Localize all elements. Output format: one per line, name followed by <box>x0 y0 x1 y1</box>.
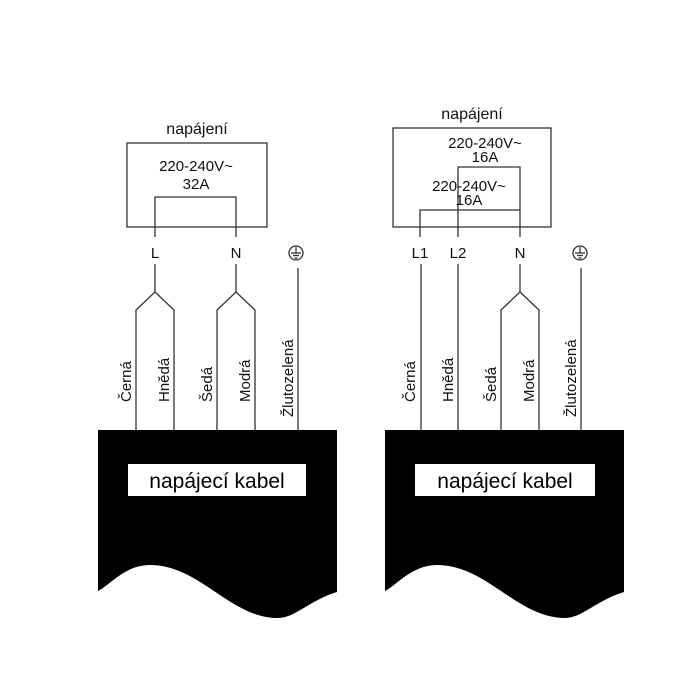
terminal-N: N <box>515 245 526 262</box>
terminal-L2: L2 <box>450 245 467 262</box>
wire-label: Modrá <box>521 359 538 402</box>
wire-seda <box>216 264 237 430</box>
cable-label-box <box>415 464 595 496</box>
wire-label: Modrá <box>237 359 254 402</box>
cable-label-box <box>128 464 306 496</box>
left-voltage: 220-240V~ <box>159 158 233 175</box>
left-current: 32A <box>183 176 210 193</box>
wire-label: Černá <box>402 360 419 402</box>
wire-label: Šedá <box>483 366 500 402</box>
cable-label: napájecí kabel <box>437 470 572 493</box>
earth-ground-icon <box>288 245 304 261</box>
cable-label: napájecí kabel <box>149 470 284 493</box>
left-supply-box <box>126 142 268 228</box>
wire-label: Hnědá <box>440 357 457 402</box>
supply1-wire <box>457 166 521 237</box>
wire-hneda <box>154 291 175 430</box>
wire-label: Žlutozelená <box>563 339 580 417</box>
left-title: napájení <box>166 121 228 138</box>
wire-cerna <box>135 264 156 430</box>
wire-modra <box>235 291 256 430</box>
supply2-voltage: 220-240V~ <box>432 178 506 195</box>
left-supply-wire <box>154 196 237 237</box>
supply1-current: 16A <box>472 149 499 166</box>
terminal-L1: L1 <box>412 245 429 262</box>
terminal-N: N <box>231 245 242 262</box>
supply1-voltage: 220-240V~ <box>448 135 522 152</box>
right-title: napájení <box>441 106 503 123</box>
wire-label: Hnědá <box>156 357 173 402</box>
left-diagram: napájení 220-240V~ 32A L N Černá Hnědá Š… <box>98 121 337 618</box>
right-diagram: napájení 220-240V~ 16A 220-240V~ 16A L1 … <box>385 106 624 618</box>
wire-label: Šedá <box>199 366 216 402</box>
wire-label: Černá <box>118 360 135 402</box>
supply2-wire <box>419 209 520 237</box>
supply2-current: 16A <box>456 192 483 209</box>
wire-modra <box>519 291 540 430</box>
power-cable <box>385 430 624 618</box>
power-cable <box>98 430 337 618</box>
wire-label: Žlutozelená <box>280 339 297 417</box>
earth-ground-icon <box>572 245 588 261</box>
right-supply-box <box>392 127 552 228</box>
wire-seda <box>500 264 521 430</box>
terminal-L: L <box>151 245 159 262</box>
